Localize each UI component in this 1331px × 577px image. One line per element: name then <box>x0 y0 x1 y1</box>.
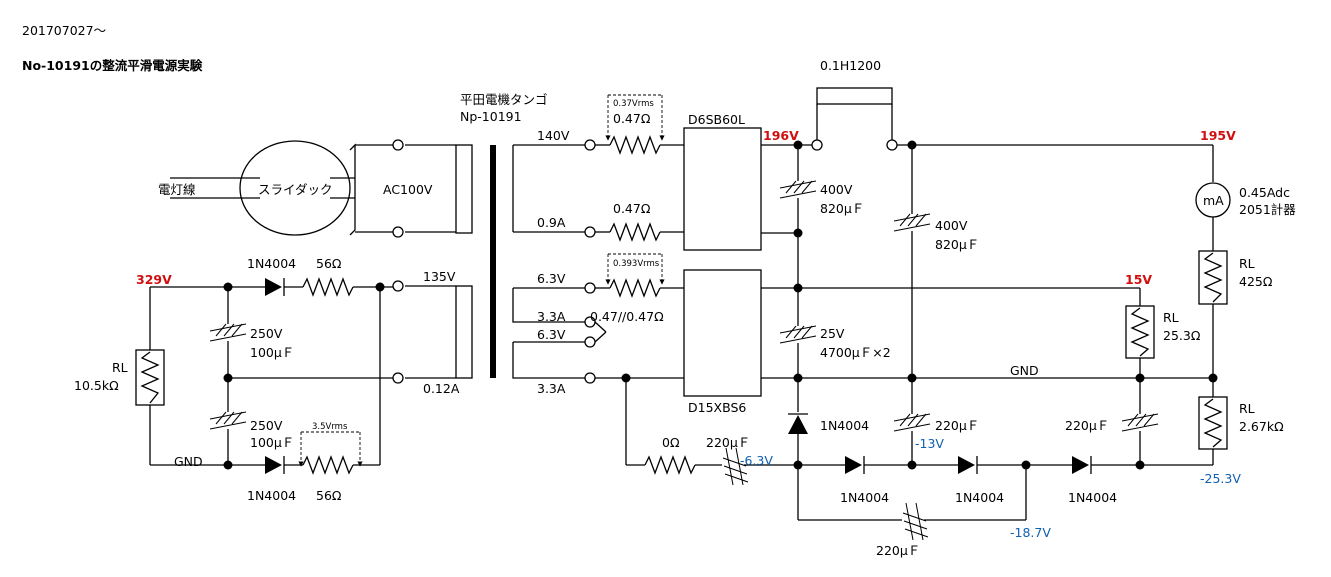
res-0.47-a: 0.47Ω <box>613 111 651 126</box>
meter-current: 0.45Adc <box>1239 185 1290 200</box>
cap-220-d: 220μＦ <box>876 543 920 558</box>
c250a-v: 250V <box>250 326 283 341</box>
c400b-v: 400V <box>935 218 968 233</box>
cap-220-a: 220μＦ <box>706 435 750 450</box>
c400a-c: 820μＦ <box>820 201 864 216</box>
gnd-label-right: GND <box>1010 363 1039 378</box>
rl425-value: 425Ω <box>1239 274 1273 289</box>
tap-135v: 135V <box>423 269 456 284</box>
tap-0.9a: 0.9A <box>537 215 566 230</box>
c250b-v: 250V <box>250 418 283 433</box>
res-56-b: 56Ω <box>316 488 342 503</box>
slidac-label: スライダック <box>258 182 333 197</box>
res-0.47-pair: 0.47//0.47Ω <box>590 309 664 324</box>
tap-140v: 140V <box>537 128 570 143</box>
tap-0.12a: 0.12A <box>423 381 460 396</box>
tap-3.3a-b: 3.3A <box>537 381 566 396</box>
meter-load <box>1195 145 1231 378</box>
bridge-d6sb60l: D6SB60L <box>688 112 745 127</box>
meter-name: 2051計器 <box>1239 202 1296 217</box>
c250a-c: 100μＦ <box>250 345 294 360</box>
gnd-label-left: GND <box>174 454 203 469</box>
tap-6.3v-b: 6.3V <box>537 327 566 342</box>
vrms-0.37: 0.37Vrms <box>613 99 654 109</box>
res-0-ohm: 0Ω <box>662 435 680 450</box>
diode-1n4004-a: 1N4004 <box>840 490 889 505</box>
slidac <box>170 140 398 236</box>
ma-meter-icon: mA <box>1203 193 1224 208</box>
diode-1n4004-e: 1N4004 <box>247 488 296 503</box>
negative-pump <box>625 378 1228 541</box>
hv-rectifier <box>595 94 815 251</box>
cap-220-c: 220μＦ <box>1065 418 1109 433</box>
diode-1n4004-d: 1N4004 <box>247 256 296 271</box>
rl267-value: 2.67kΩ <box>1239 419 1284 434</box>
vm25.3-label: -25.3V <box>1200 471 1241 486</box>
lv-rectifier <box>594 253 1213 397</box>
c250b-c: 100μＦ <box>250 435 294 450</box>
transformer <box>392 139 596 384</box>
diode-1n4004-c: 1N4004 <box>1068 490 1117 505</box>
c400b-c: 820μＦ <box>935 237 979 252</box>
hv-filter <box>779 87 1213 378</box>
ac100v-label: AC100V <box>383 182 433 197</box>
vm6.3-label: -6.3V <box>740 453 773 468</box>
rl425-label: RL <box>1239 256 1255 271</box>
rl253-label: RL <box>1163 310 1179 325</box>
tap-3.3a-a: 3.3A <box>537 309 566 324</box>
bridge-d15xbs6: D15XBS6 <box>688 400 746 415</box>
vrms-0.393: 0.393Vrms <box>613 259 660 269</box>
c400a-v: 400V <box>820 182 853 197</box>
lv-filter <box>779 283 1155 383</box>
page-title: No-10191の整流平滑電源実験 <box>22 58 203 73</box>
mains-label: 電灯線 <box>158 182 196 197</box>
transformer-maker: 平田電機タンゴ <box>460 92 548 107</box>
vm13-label: -13V <box>915 436 944 451</box>
rl105-value: 10.5kΩ <box>74 378 119 393</box>
rl105-label: RL <box>112 360 128 375</box>
cap-220-b: 220μＦ <box>935 418 979 433</box>
res-0.47-b: 0.47Ω <box>613 201 651 216</box>
c25-c: 4700μＦ×2 <box>820 345 891 360</box>
vm18.7-label: -18.7V <box>1010 525 1051 540</box>
v329-label: 329V <box>136 272 172 287</box>
diode-1n4004-b: 1N4004 <box>955 490 1004 505</box>
v196-label: 196V <box>763 128 799 143</box>
transformer-model: Np-10191 <box>460 109 522 124</box>
rl253-value: 25.3Ω <box>1163 328 1201 343</box>
v15-label: 15V <box>1125 272 1152 287</box>
doubler <box>135 277 393 475</box>
c25-v: 25V <box>820 326 845 341</box>
tap-6.3v-a: 6.3V <box>537 271 566 286</box>
vrms-3.5: 3.5Vrms <box>312 422 348 432</box>
rl267-label: RL <box>1239 401 1255 416</box>
date-label: 201707027～ <box>22 23 106 38</box>
diode-1n4004-vert: 1N4004 <box>820 418 869 433</box>
v195-label: 195V <box>1200 128 1236 143</box>
res-56-a: 56Ω <box>316 256 342 271</box>
choke-label: 0.1H1200 <box>820 58 881 73</box>
